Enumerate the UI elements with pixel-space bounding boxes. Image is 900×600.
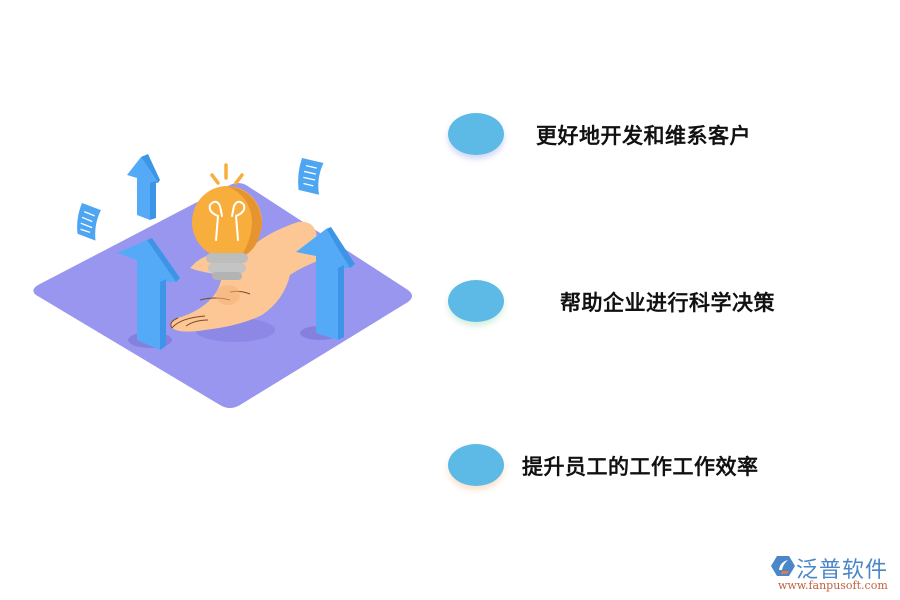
light-bulb-icon — [192, 163, 262, 280]
logo-name: 泛普软件 — [796, 558, 889, 583]
bullet-dot-icon — [448, 444, 504, 486]
up-arrow-icon — [296, 227, 355, 340]
bullet-item: 提升员工的工作工作效率 — [446, 441, 866, 491]
bullet-dot-icon — [448, 280, 504, 322]
illustration — [33, 154, 413, 408]
bullet-item: 更好地开发和维系客户 — [446, 110, 866, 160]
hand-illustration — [170, 221, 320, 342]
bullet-item: 帮助企业进行科学决策 — [446, 277, 866, 327]
up-arrow-icon — [117, 238, 180, 350]
bullet-label: 帮助企业进行科学决策 — [560, 291, 775, 315]
bullet-label: 更好地开发和维系客户 — [536, 124, 751, 148]
fanpu-logo-icon — [771, 556, 795, 576]
document-icon — [77, 203, 101, 241]
document-icon — [298, 158, 324, 195]
bullet-dot-icon — [448, 113, 504, 155]
logo-url: www.fanpusoft.com — [778, 579, 888, 592]
logo: 泛普软件 www.fanpusoft.com — [766, 552, 896, 596]
up-arrow-icon — [127, 154, 160, 220]
bullet-label: 提升员工的工作工作效率 — [522, 455, 759, 479]
